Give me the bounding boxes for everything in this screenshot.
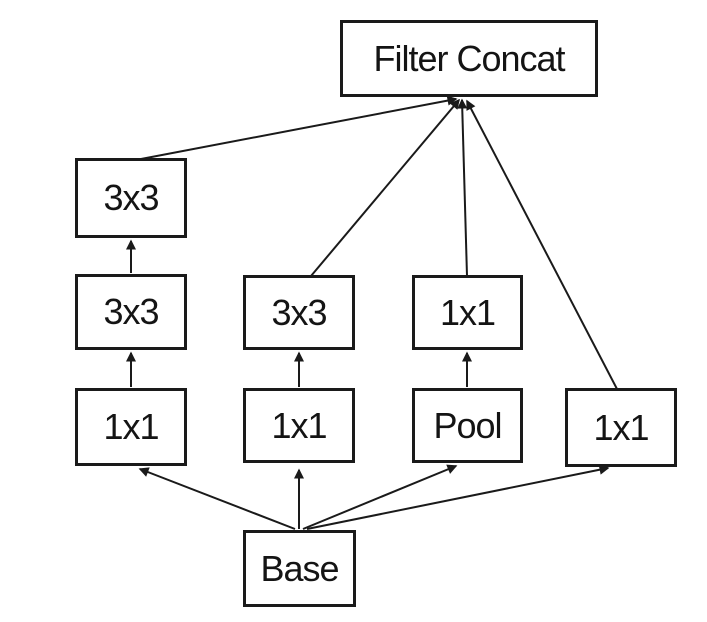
node-branch3-conv1x1: 1x1: [412, 275, 523, 350]
node-filter-concat: Filter Concat: [340, 20, 598, 97]
edge-b1-3x3-top-to-filter-concat: [140, 95, 458, 160]
edge-b2-3x3-to-filter-concat: [310, 98, 460, 277]
node-branch1-conv1x1: 1x1: [75, 388, 187, 466]
node-branch1-conv3x3-top: 3x3: [75, 158, 187, 238]
node-branch2-conv1x1: 1x1: [243, 388, 355, 463]
edge-b3-1x1-to-filter-concat: [457, 98, 468, 277]
node-branch2-conv3x3: 3x3: [243, 275, 355, 350]
node-base: Base: [243, 530, 356, 607]
node-branch3-pool: Pool: [412, 388, 523, 463]
edge-base-to-b1-1x1: [138, 467, 296, 530]
edge-base-to-b3-pool: [302, 464, 458, 530]
edge-base-to-b4-1x1: [306, 464, 610, 530]
node-branch4-conv1x1: 1x1: [565, 388, 677, 467]
node-branch1-conv3x3-mid: 3x3: [75, 274, 187, 350]
edge-b4-1x1-to-filter-concat: [466, 99, 618, 390]
